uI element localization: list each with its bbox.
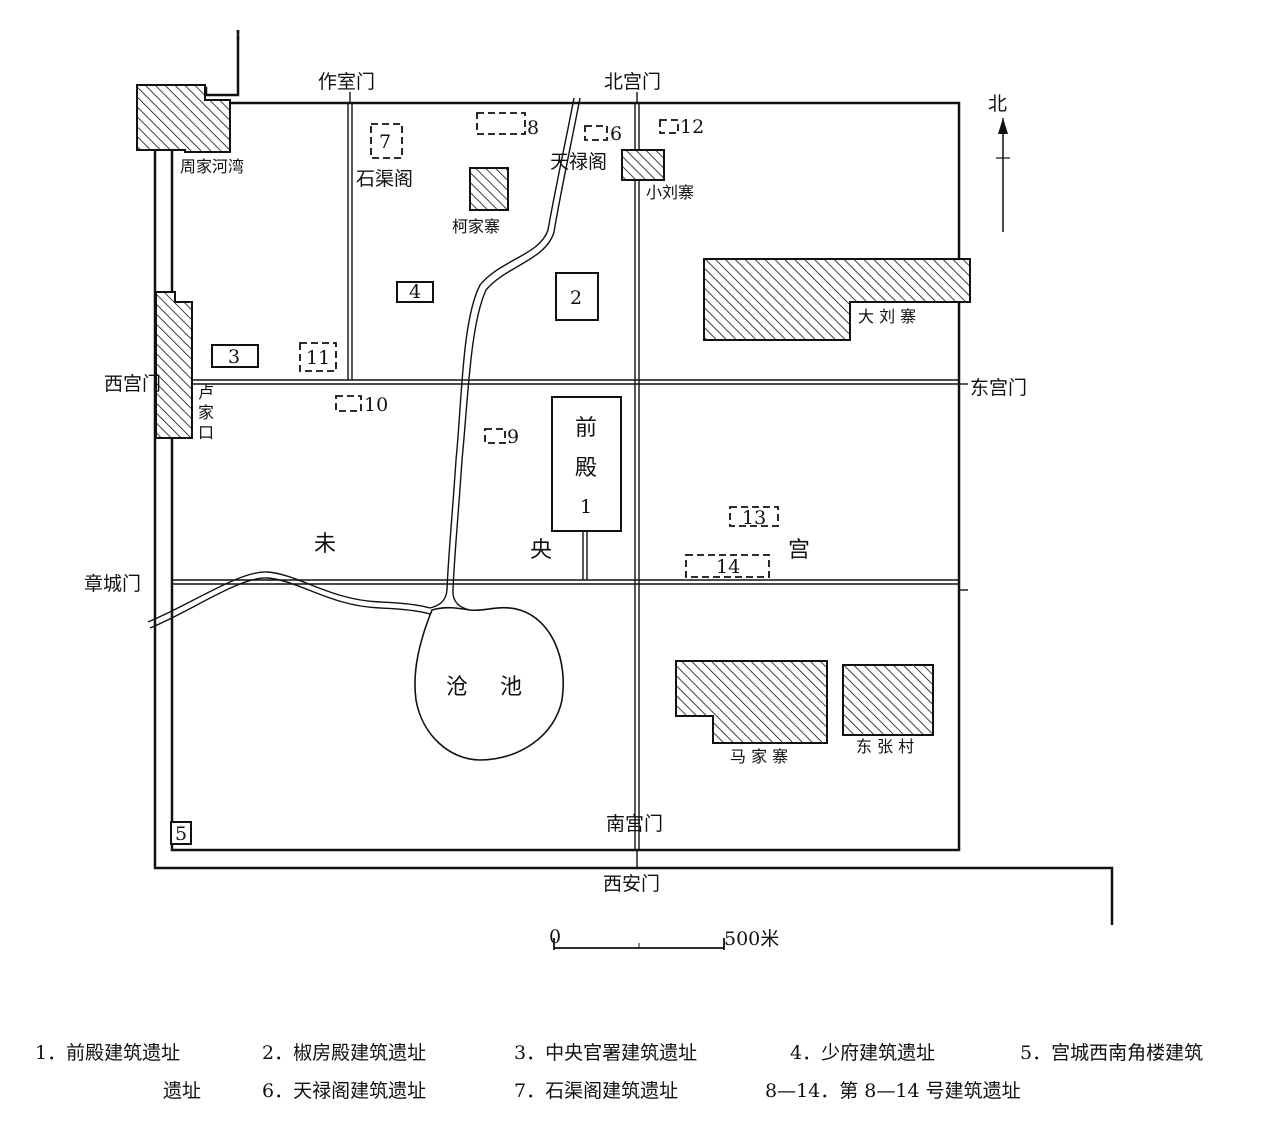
legend-item-1: 1．前殿建筑遗址 bbox=[35, 1042, 181, 1064]
gate-nangong: 南宫门 bbox=[606, 813, 663, 835]
scale-zero: 0 bbox=[549, 926, 561, 948]
gate-xigong: 西宫门 bbox=[104, 373, 161, 395]
scale-end: 500米 bbox=[724, 928, 779, 950]
site-12-box bbox=[659, 119, 679, 134]
site-5-label: 5 bbox=[175, 823, 187, 845]
site-1-label: 1 bbox=[580, 496, 592, 518]
village-majiazhai bbox=[675, 660, 828, 744]
legend-item-5-cont: 遗址 bbox=[163, 1080, 202, 1102]
site-4-box bbox=[396, 281, 434, 303]
scale-bar: 0 500米 bbox=[549, 926, 779, 950]
site-2-label: 2 bbox=[570, 287, 582, 309]
legend-item-6: 6．天禄阁建筑遗址 bbox=[262, 1080, 427, 1102]
village-daliuzhai bbox=[703, 258, 971, 341]
village-kejiazhai bbox=[469, 167, 509, 211]
north-arrow: 北 bbox=[988, 93, 1010, 232]
weiyang-palace-map: 1 2 3 4 5 6 7 8 9 10 11 12 13 14 前 殿 作室门… bbox=[84, 30, 1114, 950]
label-lujiakou-3: 口 bbox=[198, 423, 214, 442]
village-lujiakou bbox=[155, 291, 193, 439]
label-lujiakou-1: 卢 bbox=[198, 383, 214, 402]
site-4-label: 4 bbox=[409, 281, 421, 303]
site-3-box bbox=[211, 344, 259, 368]
label-zhoujiahewan: 周家河湾 bbox=[180, 157, 244, 176]
legend-item-3: 3．中央官署建筑遗址 bbox=[514, 1042, 698, 1064]
site-6-label: 6 bbox=[610, 123, 622, 145]
site-7-label: 7 bbox=[379, 131, 391, 153]
weiyang-char-1: 未 bbox=[314, 532, 336, 557]
site-13-label: 13 bbox=[742, 507, 766, 529]
village-xiaoliuzhai bbox=[621, 149, 665, 181]
place-shiquge: 石渠阁 bbox=[356, 168, 413, 190]
site-12-label: 12 bbox=[680, 116, 704, 138]
label-majiazhai: 马 家 寨 bbox=[730, 747, 788, 766]
legend-item-2: 2．椒房殿建筑遗址 bbox=[262, 1042, 427, 1064]
gate-donggong: 东宫门 bbox=[970, 377, 1027, 399]
site-10-label: 10 bbox=[364, 394, 388, 416]
qiandian-char-2: 殿 bbox=[575, 456, 597, 481]
gate-zhangcheng: 章城门 bbox=[84, 573, 141, 595]
building-sites bbox=[170, 112, 779, 845]
place-tianluge: 天禄阁 bbox=[550, 151, 607, 173]
cang-pool bbox=[414, 606, 564, 761]
roads bbox=[172, 92, 968, 868]
gate-beigong: 北宫门 bbox=[604, 71, 661, 93]
weiyang-char-2: 央 bbox=[530, 538, 552, 563]
label-xiaoliuzhai: 小刘寨 bbox=[646, 183, 694, 202]
site-11-box bbox=[299, 342, 337, 372]
palace-wall bbox=[170, 101, 961, 852]
label-kejiazhai: 柯家寨 bbox=[452, 217, 500, 236]
legend-item-4: 4．少府建筑遗址 bbox=[790, 1042, 936, 1064]
site-8-box bbox=[476, 112, 526, 135]
water-channel bbox=[147, 97, 581, 629]
legend-item-7: 7．石渠阁建筑遗址 bbox=[514, 1080, 679, 1102]
legend-item-5: 5．宫城西南角楼建筑 bbox=[1020, 1042, 1204, 1064]
label-lujiakou-2: 家 bbox=[198, 403, 214, 422]
site-14-label: 14 bbox=[716, 556, 740, 578]
village-zhoujiahewan bbox=[136, 84, 231, 153]
site-11-label: 11 bbox=[306, 347, 330, 369]
site-2-box bbox=[555, 272, 599, 321]
village-dongzhangcun bbox=[842, 664, 934, 736]
qiandian-char-1: 前 bbox=[575, 416, 597, 441]
gate-zuoshi: 作室门 bbox=[318, 71, 375, 93]
site-7-box bbox=[370, 123, 403, 159]
site-10-box bbox=[335, 395, 362, 412]
cangchi-char-1: 沧 bbox=[446, 675, 468, 700]
svg-text:北: 北 bbox=[988, 93, 1007, 115]
site-9-label: 9 bbox=[507, 426, 519, 448]
villages-layer bbox=[136, 84, 971, 744]
site-6-box bbox=[584, 125, 608, 141]
site-13-box bbox=[729, 506, 779, 527]
label-dongzhangcun: 东 张 村 bbox=[856, 737, 914, 756]
site-5-box bbox=[170, 821, 192, 845]
site-1-box bbox=[551, 396, 622, 532]
legend-item-8-14: 8—14．第 8—14 号建筑遗址 bbox=[765, 1080, 1021, 1102]
cangchi-char-2: 池 bbox=[500, 675, 522, 700]
site-3-label: 3 bbox=[228, 346, 240, 368]
site-14-box bbox=[685, 554, 770, 578]
weiyang-char-3: 宫 bbox=[788, 538, 810, 563]
label-daliuzhai: 大 刘 寨 bbox=[858, 307, 916, 326]
site-8-label: 8 bbox=[527, 117, 539, 139]
site-9-box bbox=[484, 428, 506, 444]
gate-xian: 西安门 bbox=[603, 873, 660, 895]
